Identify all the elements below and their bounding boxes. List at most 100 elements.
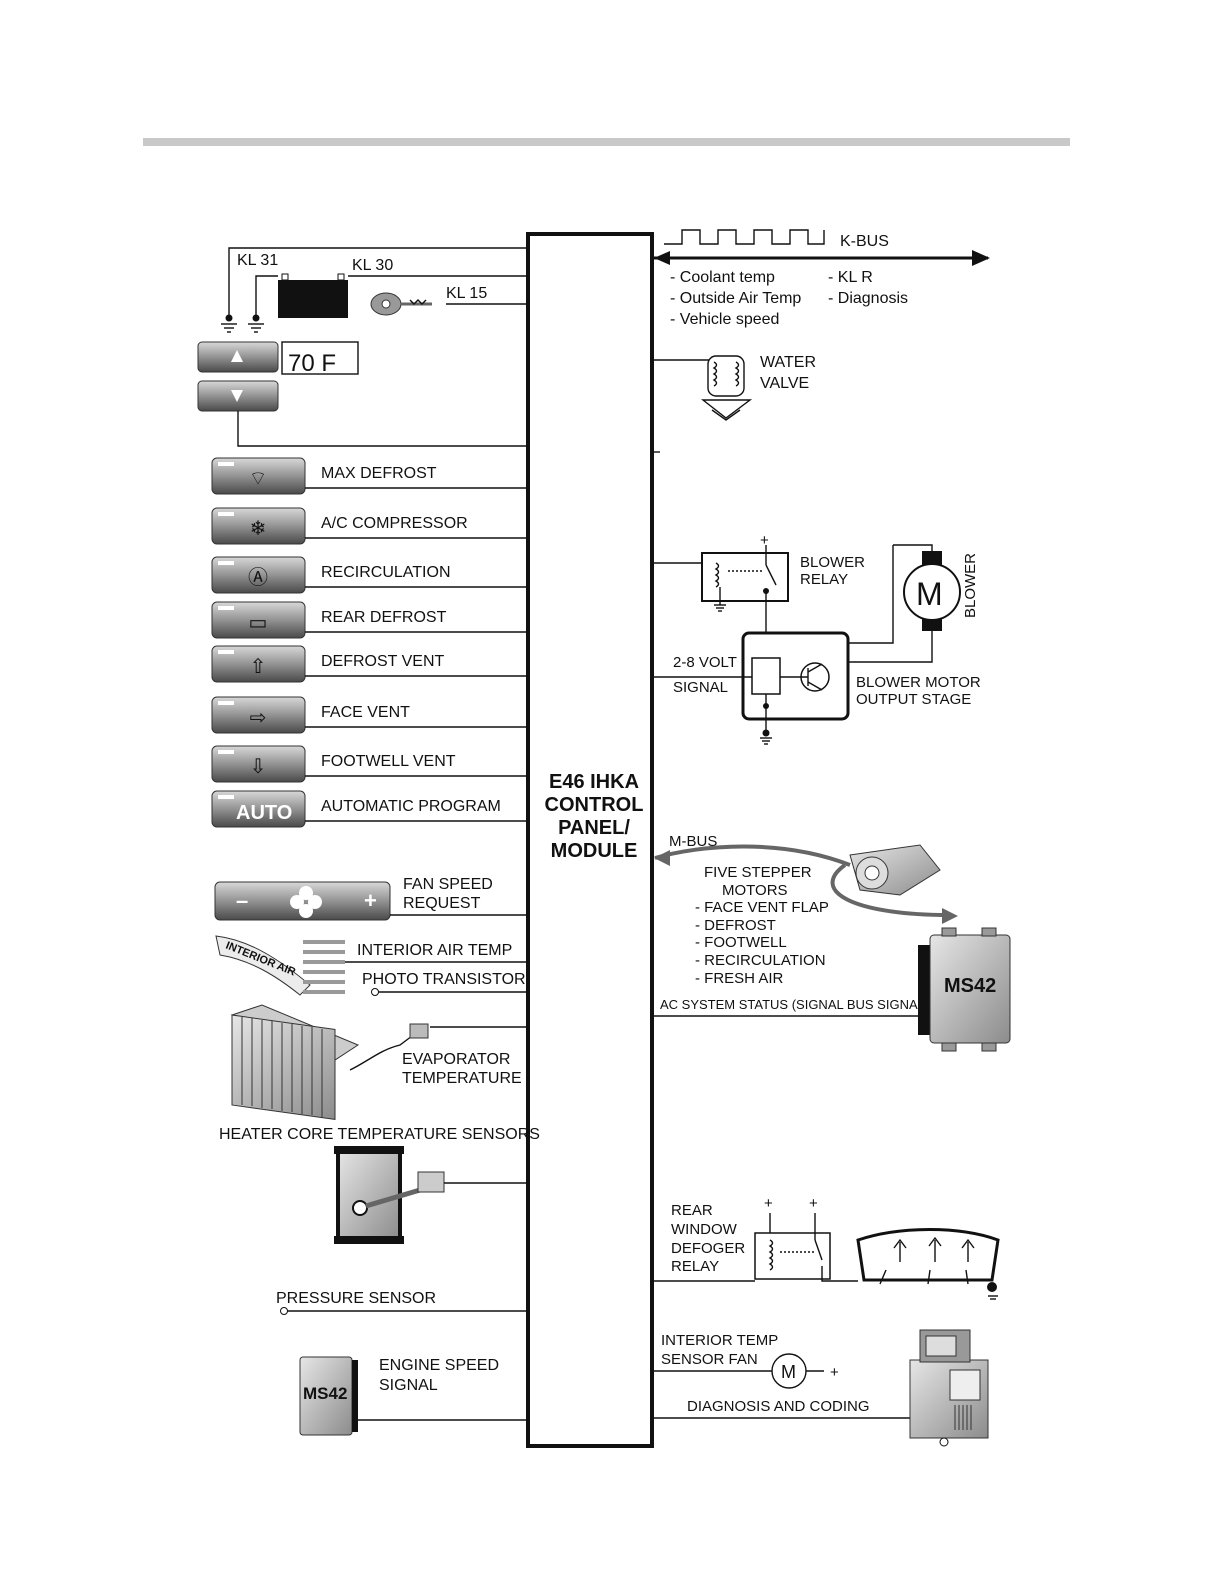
stepper-title-1: FIVE STEPPER	[704, 864, 812, 881]
triangle-up-icon	[231, 350, 243, 362]
module-label-line4: MODULE	[551, 840, 638, 862]
interior-fan-label-2: SENSOR FAN	[661, 1351, 758, 1368]
water-valve-label-1: WATER	[760, 354, 816, 371]
auto-button-text: AUTO	[236, 802, 292, 824]
diagnosis-label: DIAGNOSIS AND CODING	[687, 1398, 870, 1415]
water-valve-label-2: VALVE	[760, 375, 809, 392]
fan-speed-label-2: REQUEST	[403, 895, 481, 912]
windshield-defrost-icon: ⌔	[249, 468, 268, 490]
rear-window-icon	[856, 1228, 1000, 1285]
evaporator-label-1: EVAPORATOR	[402, 1051, 510, 1068]
defrost-vent-button[interactable]: ⇧	[211, 645, 306, 683]
face-vent-button[interactable]: ⇨	[211, 696, 306, 734]
blower-output-stage	[741, 631, 850, 721]
kl30-label: KL 30	[352, 257, 393, 274]
defog-label-1: REAR	[671, 1202, 713, 1219]
recirculation-button[interactable]: Ⓐ	[211, 556, 306, 594]
stepper-item: - FRESH AIR	[695, 970, 784, 987]
defrost-vent-label: DEFROST VENT	[321, 653, 445, 670]
temp-down-button[interactable]	[197, 380, 279, 412]
mbus: M-BUS FIVE STEPPER MOTORS - FACE VENT FL…	[654, 833, 958, 987]
triangle-down-icon	[231, 390, 243, 402]
blower-motor-symbol: M	[916, 576, 943, 612]
blower-relay-plus: +	[760, 532, 769, 549]
defrost-vent-icon: ⇧	[250, 656, 267, 678]
mode-buttons: ⌔ MAX DEFROST ❄ A/C COMPRESSOR Ⓐ RECIRCULATIO…	[211, 457, 528, 828]
ecu-ms42-large-icon: MS42	[918, 927, 1011, 1052]
pressure-sensor-label: PRESSURE SENSOR	[276, 1290, 436, 1307]
fan-motor-plus: +	[830, 1364, 839, 1381]
defog-label-2: WINDOW	[671, 1221, 738, 1238]
kbus-signal: - Outside Air Temp	[670, 290, 801, 307]
recirculation-label: RECIRCULATION	[321, 564, 451, 581]
defog-label-4: RELAY	[671, 1258, 719, 1275]
defog-label-3: DEFOGER	[671, 1240, 745, 1257]
ac-compressor-button[interactable]: ❄	[211, 507, 306, 545]
heater-core-icon	[334, 1146, 445, 1244]
ecu-ms42-small-icon: MS42	[299, 1356, 358, 1436]
temp-up-button[interactable]	[197, 341, 279, 373]
fan-speed-control[interactable]: – +	[214, 881, 391, 921]
ground-icon	[248, 323, 264, 333]
engine-speed-label-2: SIGNAL	[379, 1377, 438, 1394]
interior-fan-label-1: INTERIOR TEMP	[661, 1332, 778, 1349]
fan-speed-plus[interactable]: +	[364, 888, 377, 913]
fan-motor-symbol: M	[781, 1362, 796, 1382]
module-label: E46 IHKA CONTROL PANEL/ MODULE	[545, 771, 644, 862]
battery-icon	[278, 280, 348, 318]
fan-speed-label-1: FAN SPEED	[403, 876, 493, 893]
diagnostic-tester-icon	[909, 1329, 989, 1447]
blower-motor-icon: M	[903, 551, 961, 631]
heater-core-label: HEATER CORE TEMPERATURE SENSORS	[219, 1126, 540, 1143]
fan-motor-icon: M	[771, 1353, 807, 1389]
arrow-left-icon	[654, 251, 670, 265]
blower-circuit: + BLOWER RELAY M BLOWER 2-8 VOLT SIGNAL …	[652, 532, 981, 745]
recirculation-icon: Ⓐ	[248, 566, 268, 589]
control-module-box	[526, 232, 654, 1448]
kbus: K-BUS - Coolant temp - Outside Air Temp …	[654, 229, 990, 328]
evaporator-label-2: TEMPERATURE	[402, 1070, 522, 1087]
face-vent-icon: ⇨	[250, 707, 267, 729]
photo-transistor-label: PHOTO TRANSISTOR	[362, 971, 526, 988]
header-rule	[143, 138, 1070, 146]
snowflake-icon: ❄	[250, 518, 267, 540]
ground-icon	[221, 323, 237, 333]
temp-display	[281, 341, 359, 375]
interior-air-badge: INTERIOR AIR	[224, 940, 297, 979]
fan-speed-minus[interactable]: –	[236, 888, 248, 913]
face-vent-label: FACE VENT	[321, 704, 410, 721]
stepper-motor-icon	[849, 844, 941, 896]
blower-stage-label-2: OUTPUT STAGE	[856, 691, 971, 708]
kbus-label: K-BUS	[840, 233, 889, 250]
kbus-signal: - KL R	[828, 269, 873, 286]
max-defrost-label: MAX DEFROST	[321, 465, 437, 482]
mbus-label: M-BUS	[669, 833, 717, 850]
fan-icon	[290, 886, 322, 918]
auto-program-button[interactable]: AUTO	[211, 790, 306, 828]
arrow-left-icon	[654, 850, 670, 866]
max-defrost-button[interactable]: ⌔	[211, 457, 306, 495]
kbus-signal: - Diagnosis	[828, 290, 908, 307]
rear-defogger: REAR WINDOW DEFOGER RELAY + +	[652, 1195, 1000, 1300]
blower-volt-label: 2-8 VOLT	[673, 654, 737, 671]
ac-status-label: AC SYSTEM STATUS (SIGNAL BUS SIGNAL)	[660, 997, 929, 1012]
kbus-signal: - Vehicle speed	[670, 311, 779, 328]
blower-relay-label-2: RELAY	[800, 571, 848, 588]
arrow-right-icon	[972, 250, 990, 266]
engine-speed-label-1: ENGINE SPEED	[379, 1357, 499, 1374]
water-valve-icon	[652, 355, 753, 421]
interior-air-sensor-icon: INTERIOR AIR	[215, 935, 345, 996]
blower-signal-label: SIGNAL	[673, 679, 728, 696]
rear-defrost-button[interactable]: ▭	[211, 601, 306, 639]
footwell-vent-label: FOOTWELL VENT	[321, 753, 456, 770]
rear-defrost-icon: ▭	[249, 612, 268, 634]
rear-defrost-label: REAR DEFROST	[321, 609, 447, 626]
blower-relay-label-1: BLOWER	[800, 554, 865, 571]
footwell-vent-button[interactable]: ⇩	[211, 745, 306, 783]
ecu-ms42-small-label: MS42	[303, 1384, 347, 1403]
defog-plus: +	[764, 1195, 773, 1212]
blower-relay	[701, 552, 789, 602]
module-label-line2: CONTROL	[545, 794, 644, 816]
ac-compressor-label: A/C COMPRESSOR	[321, 515, 468, 532]
